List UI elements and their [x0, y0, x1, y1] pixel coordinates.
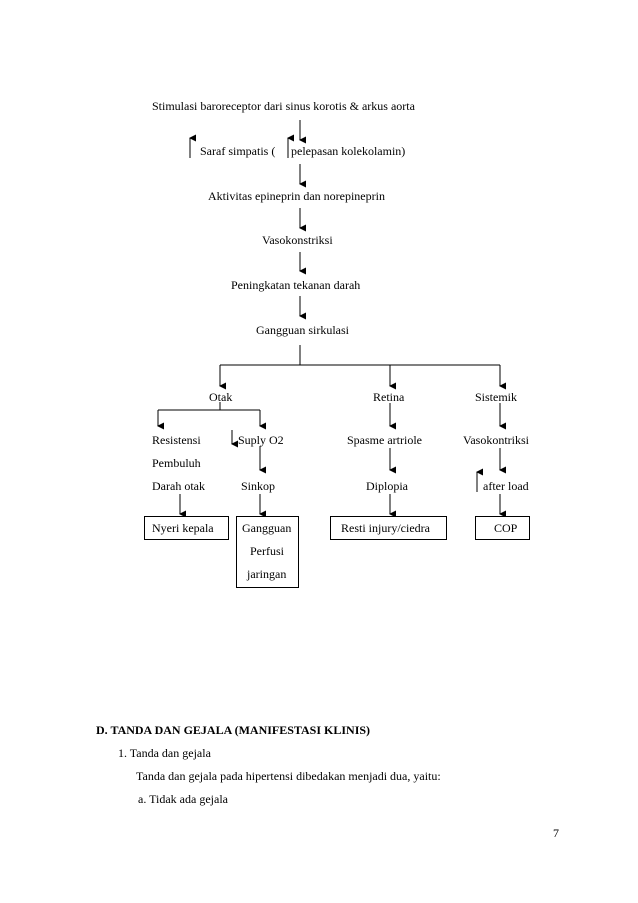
step-aktivitas: Aktivitas epineprin dan norepineprin [208, 189, 385, 203]
otak-sinkop: Sinkop [241, 479, 276, 493]
section-paragraph: Tanda dan gejala pada hipertensi dibedak… [136, 769, 441, 783]
step-saraf-simpatis: Saraf simpatis ( [200, 144, 276, 158]
box-cop: COP [475, 516, 530, 540]
section-heading: D. TANDA DAN GEJALA (MANIFESTASI KLINIS) [96, 723, 371, 737]
otak-pembuluh: Pembuluh [152, 456, 201, 470]
otak-darah-otak: Darah otak [152, 479, 205, 493]
retina-diplopia: Diplopia [366, 479, 408, 493]
step-stimulasi: Stimulasi baroreceptor dari sinus koroti… [152, 99, 415, 113]
branch-otak: Otak [209, 390, 233, 404]
page-number: 7 [553, 826, 559, 840]
step-gangguan-sirkulasi: Gangguan sirkulasi [256, 323, 349, 337]
perfusi-text: Perfusi [250, 544, 284, 558]
box-nyeri-kepala: Nyeri kepala [144, 516, 229, 540]
jaringan-text: jaringan [247, 567, 287, 581]
gangguan-text: Gangguan [242, 521, 292, 535]
otak-resistensi: Resistensi [152, 433, 201, 447]
resti-injury-text: Resti injury/ciedra [341, 521, 430, 535]
step-pelepasan: pelepasan kolekolamin) [291, 144, 406, 158]
branch-retina: Retina [373, 390, 405, 404]
step-vasokonstriksi: Vasokonstriksi [262, 233, 333, 247]
box-resti-injury: Resti injury/ciedra [330, 516, 447, 540]
retina-spasme: Spasme artriole [347, 433, 422, 447]
section-item-1: 1. Tanda dan gejala [118, 746, 211, 760]
otak-suply-o2: Suply O2 [238, 433, 284, 447]
sistemik-vasokontriksi: Vasokontriksi [463, 433, 529, 447]
step-peningkatan: Peningkatan tekanan darah [231, 278, 361, 292]
section-sub-a: a. Tidak ada gejala [138, 792, 228, 806]
branch-sistemik: Sistemik [475, 390, 518, 404]
box-gangguan-perfusi: Gangguan Perfusi jaringan [236, 516, 299, 588]
nyeri-kepala-text: Nyeri kepala [152, 521, 214, 535]
sistemik-after-load: after load [483, 479, 529, 493]
cop-text: COP [494, 521, 518, 535]
